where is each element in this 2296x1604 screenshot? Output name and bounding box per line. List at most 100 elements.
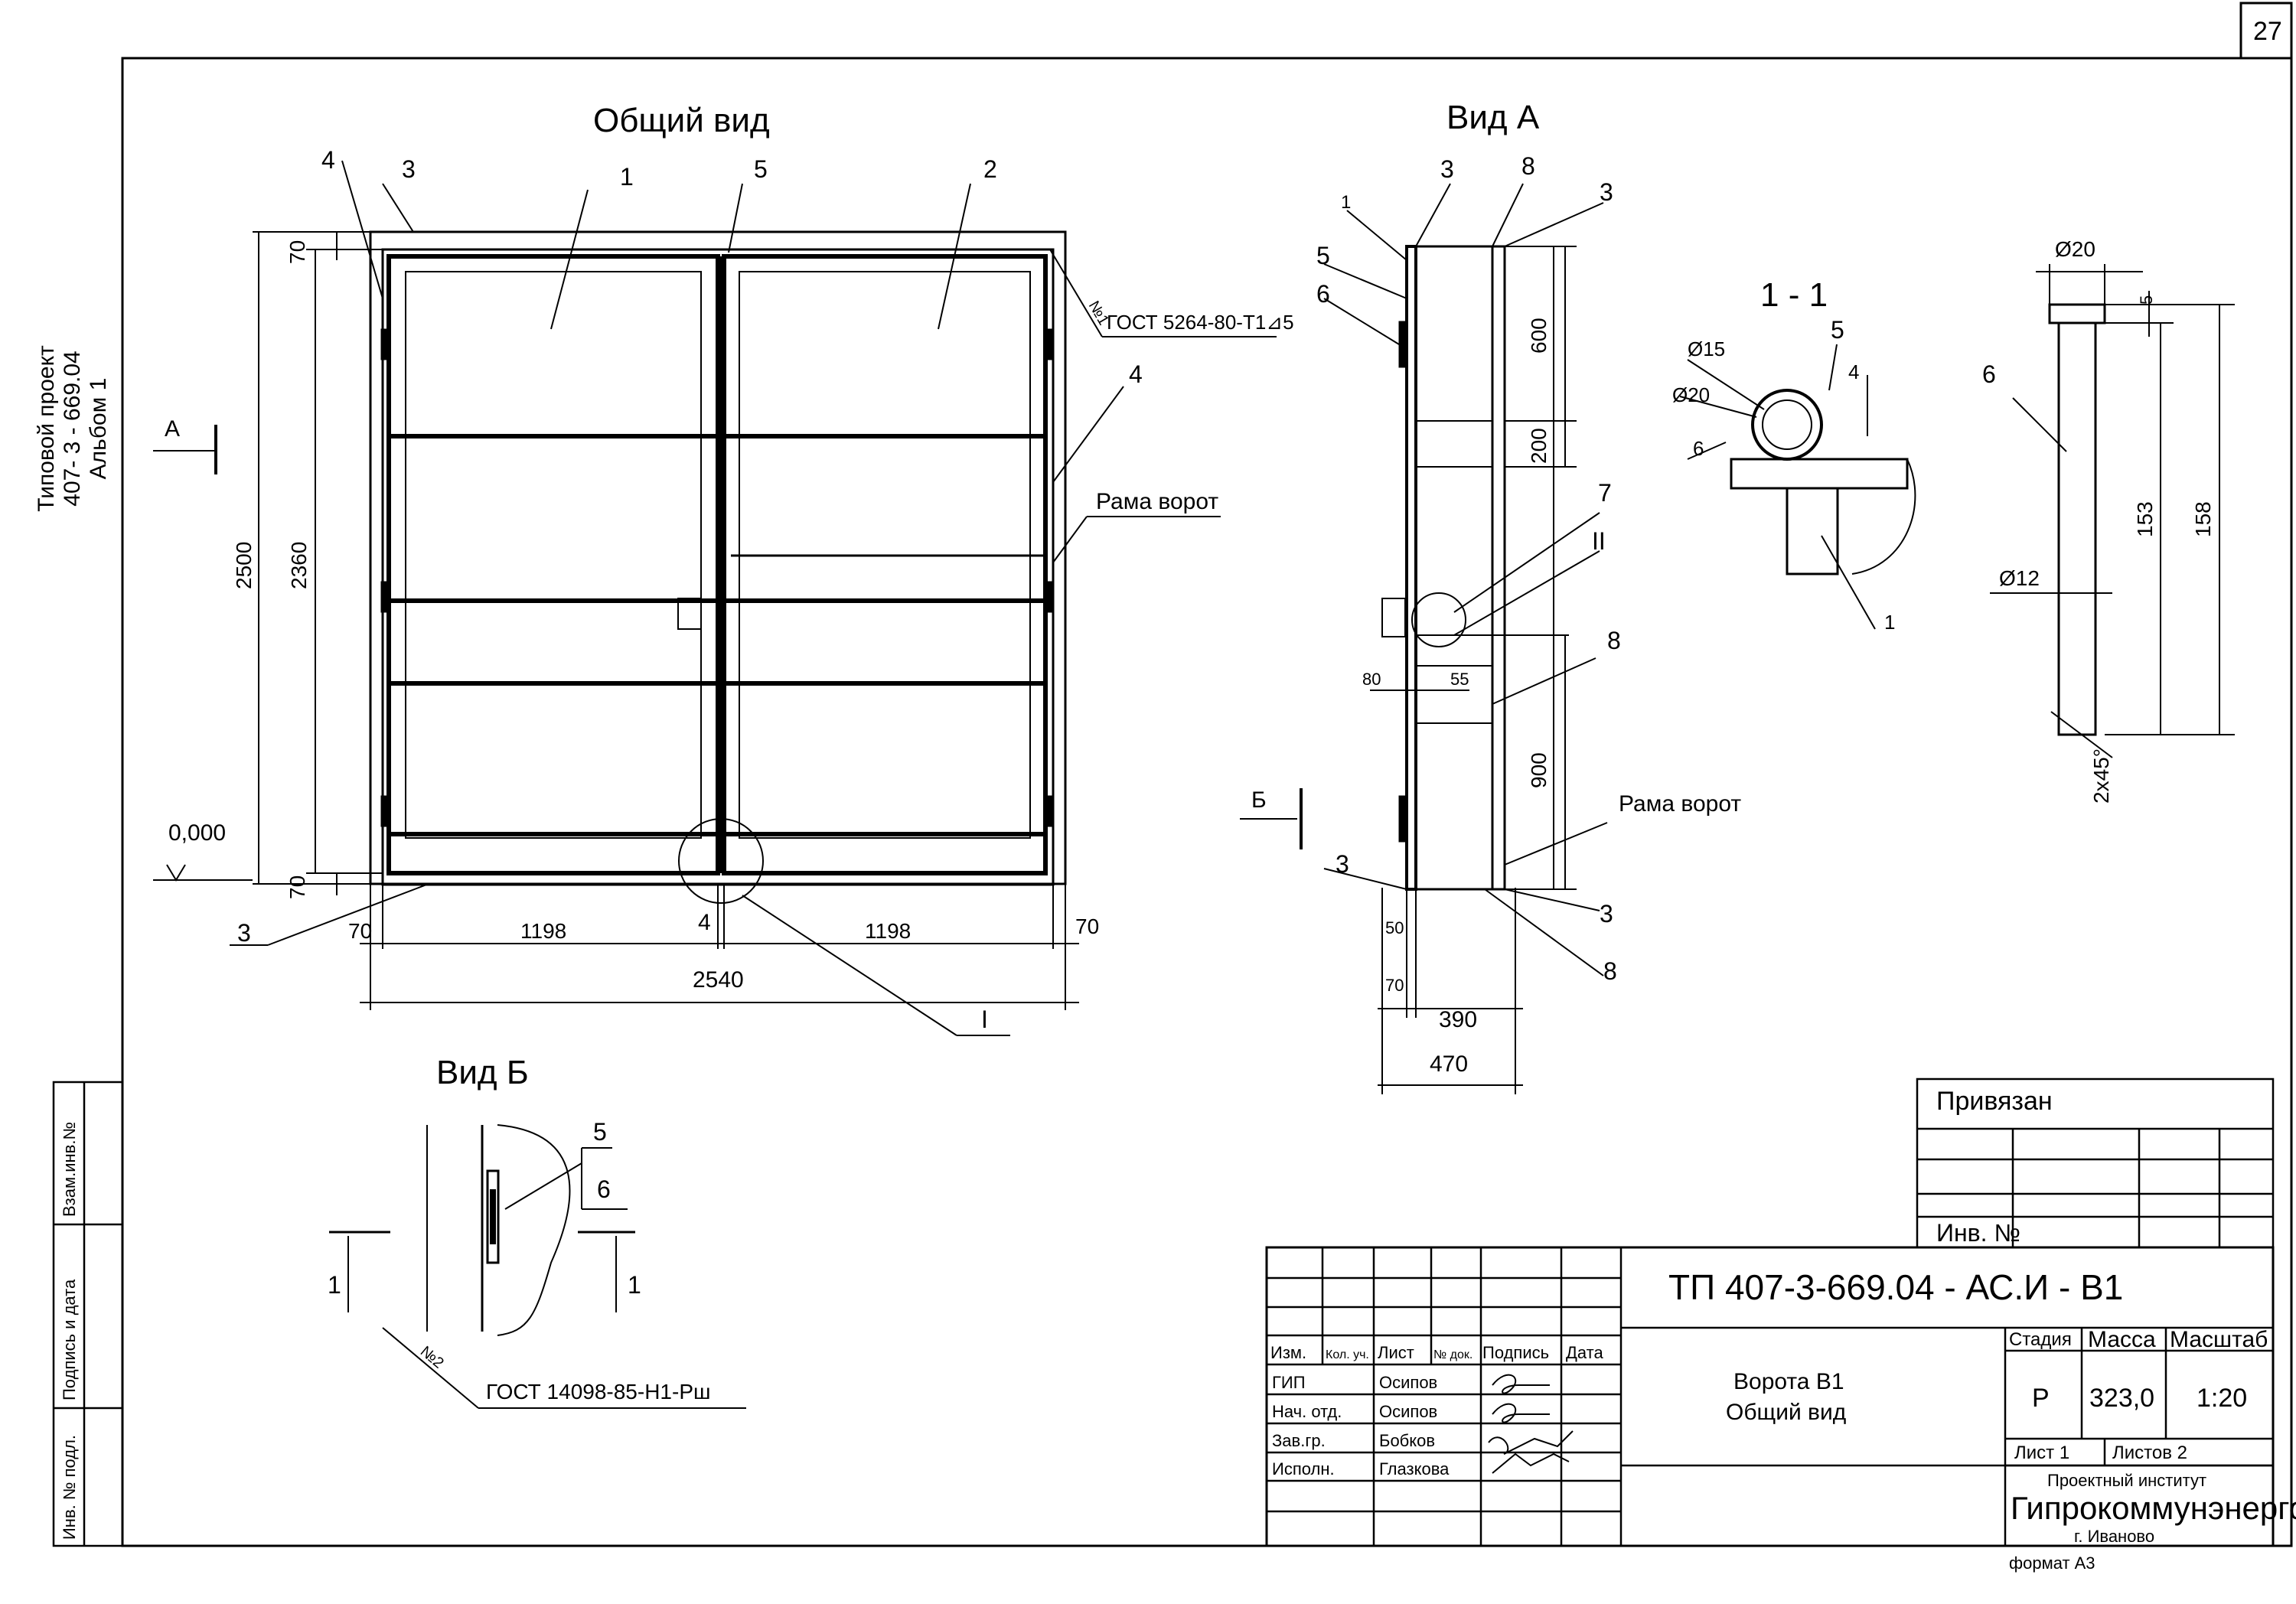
stage-label: Стадия	[2009, 1329, 2072, 1350]
gost-note-hinge: ГОСТ 14098-85-Н1-Рш	[486, 1380, 710, 1404]
pin-detail-labels: Ø20 5 6 153 158 Ø12 2x45°	[1982, 237, 2215, 804]
weld-tag-2: №2	[417, 1343, 447, 1372]
svg-text:2: 2	[983, 155, 997, 183]
section-1-1-drawing	[1679, 344, 1916, 630]
svg-text:5: 5	[1831, 316, 1844, 344]
svg-text:Кол. уч.: Кол. уч.	[1326, 1348, 1369, 1361]
side-field-3: Инв. № подл.	[60, 1435, 79, 1540]
title-col-headers: Изм. Кол. уч. Лист № док. Подпись Дата	[1270, 1343, 1603, 1362]
svg-text:8: 8	[1521, 152, 1535, 180]
svg-text:Дата: Дата	[1566, 1343, 1603, 1362]
general-view-title: Общий вид	[593, 102, 770, 139]
svg-text:70: 70	[285, 875, 309, 899]
svg-text:55: 55	[1450, 670, 1469, 689]
inv-label: Инв. №	[1936, 1219, 2020, 1247]
svg-text:Ø20: Ø20	[2055, 237, 2095, 261]
svg-text:50: 50	[1385, 918, 1404, 937]
svg-text:4: 4	[321, 146, 335, 174]
svg-text:4: 4	[1129, 360, 1143, 388]
svg-text:1: 1	[1341, 192, 1351, 213]
detail-mark-i: I	[981, 1006, 988, 1033]
svg-text:3: 3	[1336, 850, 1349, 878]
svg-text:1: 1	[1884, 611, 1895, 634]
svg-text:3: 3	[1600, 900, 1613, 928]
view-a-dims: 600 200 900 80 55 50 70 390 470	[1362, 318, 1551, 1077]
sheets-label: Листов 2	[2112, 1443, 2187, 1463]
general-view-callouts: 1 2 3 3 4 4 5	[237, 146, 1143, 947]
svg-text:Исполн.: Исполн.	[1272, 1459, 1335, 1478]
view-a-callouts: 1 3 8 3 5 6 7 II 8 3 3 8	[1316, 152, 1621, 985]
svg-text:407- 3 - 669.04: 407- 3 - 669.04	[60, 350, 85, 506]
title-roles: ГИП Осипов Нач. отд. Осипов Зав.гр. Бобк…	[1272, 1373, 1450, 1478]
svg-text:153: 153	[2133, 501, 2157, 537]
svg-text:4: 4	[1848, 360, 1859, 383]
page-number-box	[2239, 2, 2293, 60]
svg-text:80: 80	[1362, 670, 1381, 689]
svg-text:5: 5	[1316, 242, 1330, 269]
stage-value: Р	[2032, 1384, 2050, 1413]
org-line-3: г. Иваново	[2074, 1527, 2154, 1546]
weld-note: ГОСТ 5264-80-Т1⊿5	[1107, 311, 1294, 334]
drawing-name-2: Общий вид	[1726, 1400, 1846, 1425]
doc-code: ТП 407-3-669.04 - АС.И - В1	[1668, 1267, 2123, 1307]
svg-text:2500: 2500	[232, 542, 256, 589]
svg-text:ГИП: ГИП	[1272, 1373, 1306, 1392]
svg-text:Альбом 1: Альбом 1	[86, 378, 111, 480]
gate-elevation	[153, 160, 1277, 1036]
svg-text:70: 70	[285, 240, 309, 264]
sheet-label: Лист 1	[2014, 1443, 2069, 1463]
svg-text:Осипов: Осипов	[1379, 1373, 1437, 1392]
svg-text:470: 470	[1430, 1051, 1468, 1077]
frame-label-view-a: Рама ворот	[1619, 791, 1741, 817]
drawing-name-1: Ворота В1	[1733, 1369, 1844, 1394]
svg-text:2x45°: 2x45°	[2089, 748, 2113, 804]
svg-text:70: 70	[348, 919, 372, 943]
svg-text:3: 3	[1600, 178, 1613, 206]
title-block	[1265, 1077, 2275, 1547]
view-a-drawing	[1240, 183, 1608, 1094]
svg-text:1: 1	[620, 163, 634, 191]
svg-text:Ø20: Ø20	[1672, 383, 1710, 406]
svg-text:5: 5	[593, 1118, 607, 1146]
format-label: формат А3	[2009, 1553, 2095, 1573]
svg-text:Лист: Лист	[1378, 1343, 1414, 1362]
svg-text:6: 6	[1316, 280, 1330, 308]
svg-text:5: 5	[2137, 295, 2156, 305]
view-a-arrow-label: А	[165, 416, 180, 442]
svg-text:№ док.: № док.	[1433, 1348, 1473, 1361]
side-field-2: Подпись и дата	[60, 1279, 79, 1400]
view-b-callouts: 5 6 1 1	[328, 1118, 641, 1299]
svg-text:Ø15: Ø15	[1688, 337, 1725, 360]
section-1-1-labels: Ø15 Ø20 6 5 4 1	[1672, 316, 1895, 634]
section-1-1-title: 1 - 1	[1760, 276, 1828, 314]
svg-text:1: 1	[328, 1271, 341, 1299]
svg-text:8: 8	[1603, 957, 1617, 985]
svg-text:6: 6	[1982, 360, 1996, 388]
svg-text:3: 3	[402, 155, 416, 183]
view-b-arrow-label: Б	[1251, 787, 1267, 813]
view-b-drawing	[329, 1124, 746, 1409]
mass-value: 323,0	[2089, 1384, 2154, 1413]
svg-text:2540: 2540	[693, 967, 744, 993]
svg-text:1198: 1198	[520, 919, 566, 943]
svg-text:Нач. отд.: Нач. отд.	[1272, 1402, 1342, 1421]
level-mark: 0,000	[168, 820, 226, 846]
pin-detail-drawing	[1990, 264, 2235, 758]
svg-text:II: II	[1592, 527, 1606, 555]
view-a-title: Вид А	[1446, 99, 1540, 136]
svg-text:3: 3	[237, 919, 251, 947]
org-line-1: Проектный институт	[2047, 1471, 2206, 1490]
mass-label: Масса	[2088, 1327, 2156, 1352]
svg-text:Изм.: Изм.	[1270, 1343, 1306, 1362]
svg-text:Типовой проект: Типовой проект	[34, 345, 59, 512]
page-number: 27	[2253, 17, 2282, 46]
bound-label: Привязан	[1936, 1087, 2053, 1116]
svg-text:6: 6	[597, 1175, 611, 1203]
sheet-frame	[121, 57, 2293, 1547]
frame-label-general: Рама ворот	[1096, 489, 1218, 514]
svg-text:390: 390	[1439, 1007, 1477, 1032]
svg-text:Подпись: Подпись	[1482, 1343, 1549, 1362]
svg-text:5: 5	[754, 155, 768, 183]
svg-text:70: 70	[1385, 976, 1404, 995]
